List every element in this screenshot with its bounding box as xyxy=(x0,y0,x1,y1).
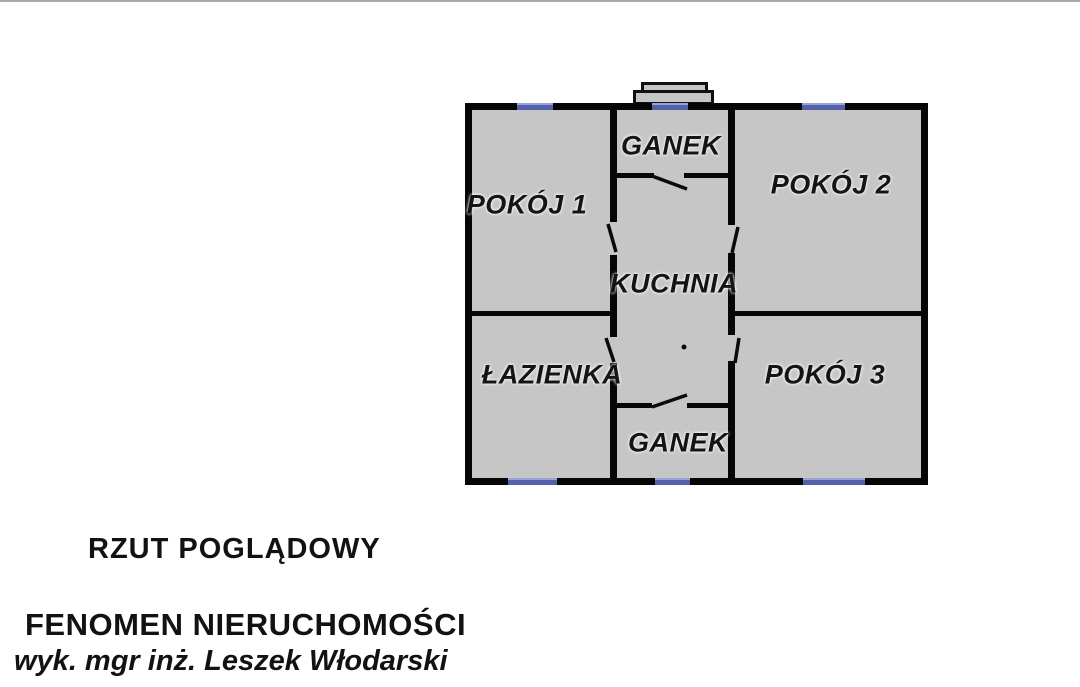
window-marker-pokoj1 xyxy=(517,103,553,110)
wall-right-vertical-middle xyxy=(728,253,735,335)
room-label-pokoj-2: POKÓJ 2 xyxy=(770,169,892,200)
window-marker-pokoj3 xyxy=(803,478,865,485)
wall-ganek-top-left-segment xyxy=(610,173,654,178)
wall-ganek-bottom-right-segment xyxy=(687,403,735,408)
agency-name: FENOMEN NIERUCHOMOŚCI xyxy=(25,607,467,642)
window-marker-ganek-bottom xyxy=(655,478,690,485)
wall-ganek-top-right-segment xyxy=(684,173,735,178)
room-label-lazienka: ŁAZIENKA xyxy=(481,359,623,390)
room-label-pokoj-3: POKÓJ 3 xyxy=(764,359,886,390)
window-marker-lazienka xyxy=(508,478,557,485)
room-label-kuchnia: KUCHNIA xyxy=(610,268,738,299)
window-marker-ganek-top xyxy=(652,103,688,110)
window-marker-pokoj2 xyxy=(802,103,845,110)
plan-caption: RZUT POGLĄDOWY xyxy=(88,533,381,565)
wall-left-vertical-upper xyxy=(610,108,617,222)
room-label-ganek-bottom: GANEK xyxy=(627,427,729,458)
author-credit: wyk. mgr inż. Leszek Włodarski xyxy=(14,645,448,677)
wall-divider-pokoj2-pokoj3 xyxy=(731,311,928,316)
top-border-strip xyxy=(0,0,1080,2)
room-label-ganek-top: GANEK xyxy=(620,130,722,161)
floorplan-outline xyxy=(465,103,928,485)
room-label-pokoj-1: POKÓJ 1 xyxy=(466,189,588,220)
wall-ganek-bottom-left-segment xyxy=(610,403,652,408)
wall-left-vertical-lower xyxy=(610,363,617,480)
wall-divider-pokoj1-lazienka xyxy=(468,311,614,316)
wall-left-vertical-middle xyxy=(610,255,617,337)
wall-right-vertical-lower xyxy=(728,361,735,480)
wall-right-vertical-upper xyxy=(728,108,735,225)
